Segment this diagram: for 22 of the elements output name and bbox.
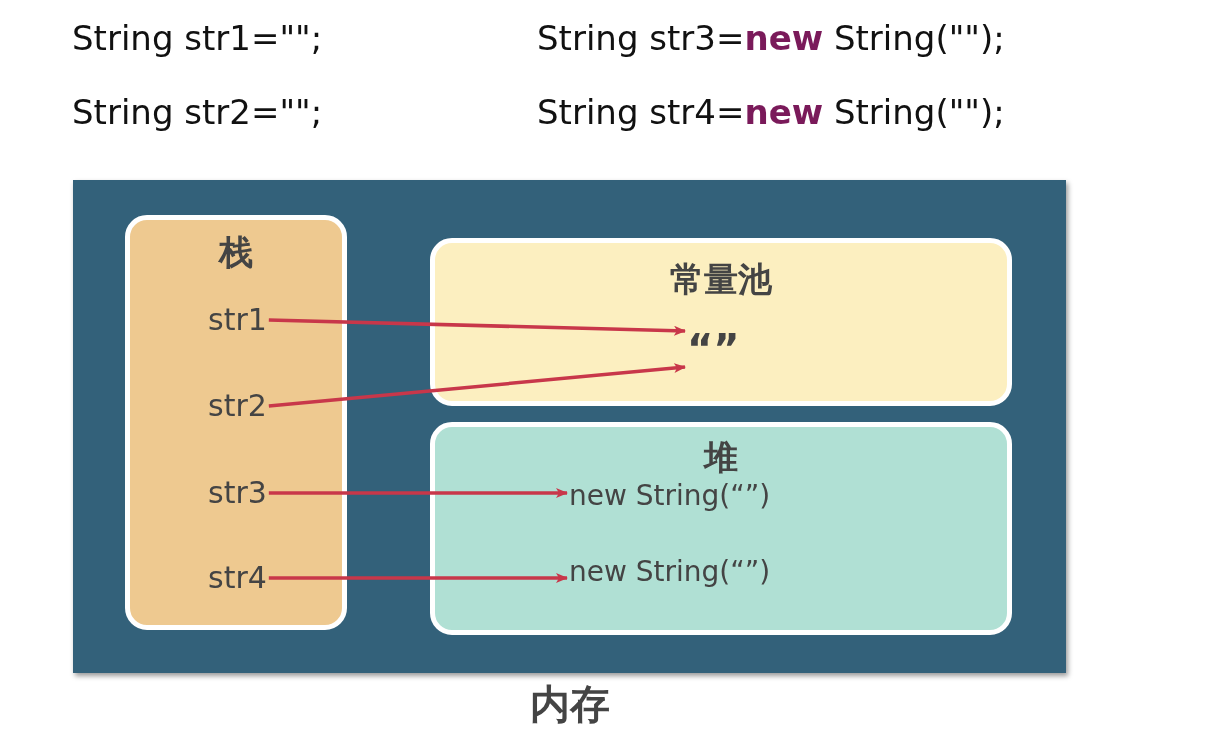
arrow — [268, 363, 686, 408]
arrow — [268, 488, 568, 498]
variable-label: new String(“”) — [567, 479, 773, 513]
code-line: String str2=""; — [72, 92, 323, 132]
memory-caption: 内存 — [528, 681, 611, 727]
memory-area-box — [430, 422, 1012, 635]
memory-area-box — [125, 215, 347, 630]
arrow — [268, 573, 568, 583]
variable-label: new String(“”) — [567, 555, 773, 589]
variable-label: str1 — [206, 302, 269, 338]
arrow — [268, 318, 686, 336]
memory-area-box — [430, 238, 1012, 406]
variable-label: str4 — [206, 560, 269, 596]
code-line: String str1=""; — [72, 18, 323, 58]
variable-label: str2 — [206, 388, 269, 424]
area-title: 栈 — [217, 232, 254, 272]
variable-label: “” — [685, 325, 742, 373]
code-line: String str4=new String(""); — [537, 92, 1005, 132]
code-line: String str3=new String(""); — [537, 18, 1005, 58]
variable-label: str3 — [206, 475, 269, 511]
area-title: 常量池 — [669, 259, 773, 299]
area-title: 堆 — [702, 437, 739, 477]
